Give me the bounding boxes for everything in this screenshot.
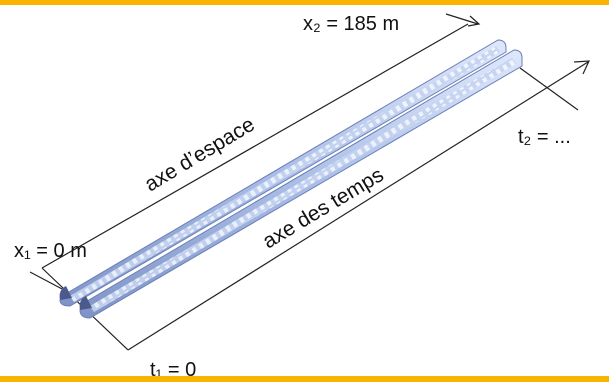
space-axis-extension: [445, 13, 479, 25]
t2-connector: [519, 67, 579, 111]
label-t2: t₂ = ...: [518, 126, 571, 148]
train-upper: [59, 39, 507, 307]
x1-tick: [29, 271, 65, 291]
train-lower: [79, 49, 523, 319]
label-t1: t₁ = 0: [150, 359, 196, 381]
bottom-border-stripe: [0, 376, 609, 382]
time-axis-arrowhead: [573, 60, 590, 75]
top-border-stripe: [0, 0, 609, 5]
space-axis-line: [41, 23, 469, 269]
space-axis-arrowhead: [467, 15, 481, 27]
time-axis-line: [127, 61, 589, 351]
label-x2: x₂ = 185 m: [303, 13, 399, 35]
label-x1: x₁ = 0 m: [14, 240, 87, 262]
